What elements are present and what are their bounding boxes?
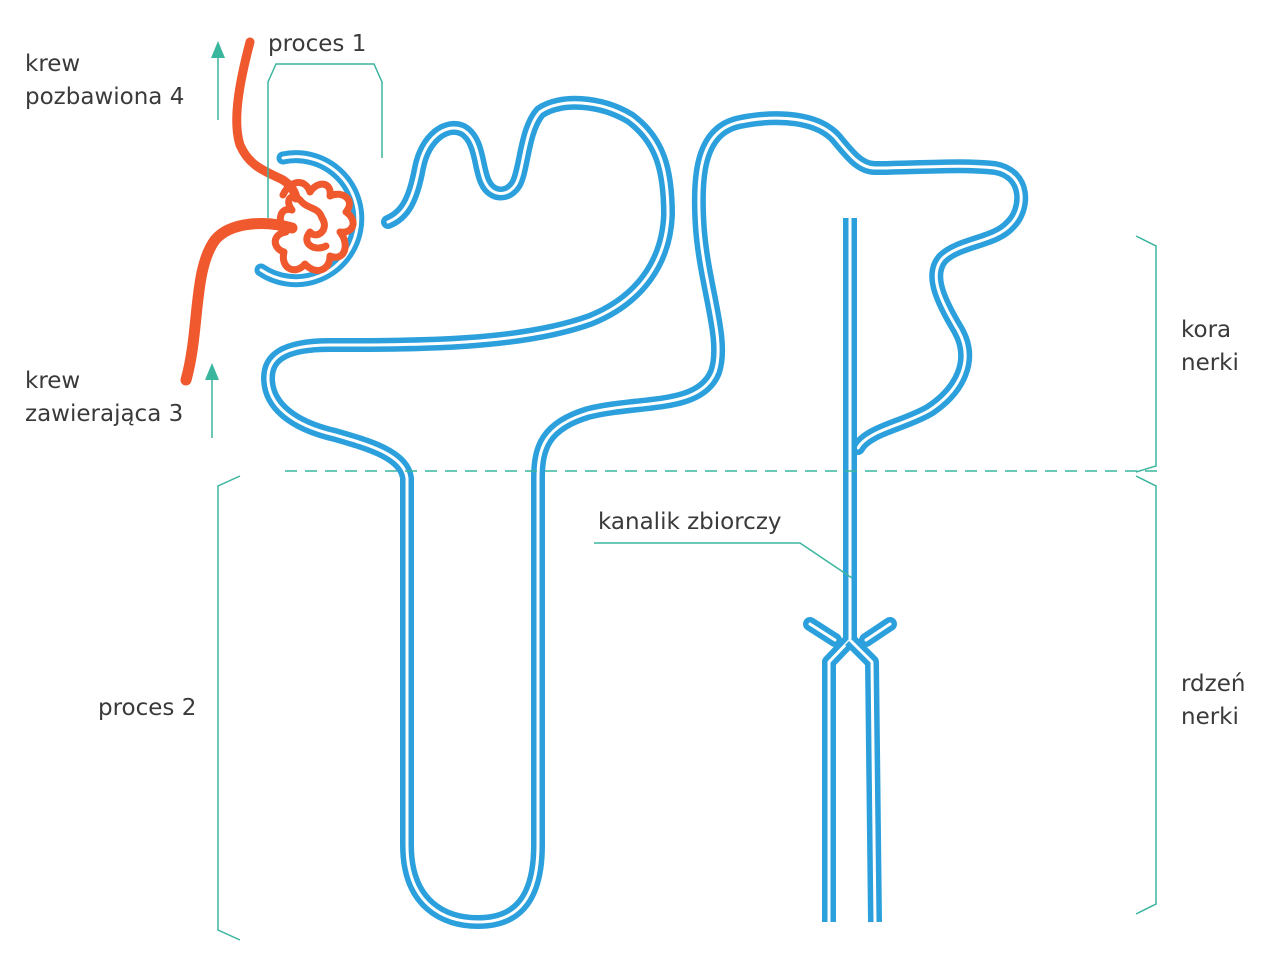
label-collecting-duct-text: kanalik zbiorczy [598, 509, 782, 535]
process2-brace [217, 475, 241, 941]
label-medulla-line2: nerki [1181, 704, 1239, 730]
label-process-1: proces 1 [268, 28, 366, 61]
bowman-capsule [254, 150, 365, 288]
label-blood-in: krew zawierająca 3 [25, 365, 183, 431]
label-collecting-duct: kanalik zbiorczy [598, 506, 782, 539]
label-blood-out-line1: krew [25, 51, 81, 77]
collecting-duct-leader [594, 542, 853, 579]
up-arrow-icon [205, 363, 219, 438]
collecting-duct [803, 218, 897, 923]
label-cortex: kora nerki [1181, 314, 1239, 380]
label-cortex-line1: kora [1181, 317, 1232, 343]
blood-vessels [180, 37, 357, 386]
up-arrow-icon [211, 41, 225, 120]
label-blood-out-line2: pozbawiona 4 [25, 84, 185, 110]
nephron-tubule [261, 95, 1029, 929]
label-blood-in-line1: krew [25, 368, 81, 394]
label-process-1-text: proces 1 [268, 31, 367, 57]
label-blood-out: krew pozbawiona 4 [25, 48, 184, 114]
annotations [205, 41, 1165, 941]
label-process-2: proces 2 [98, 692, 196, 725]
label-process-2-text: proces 2 [98, 695, 197, 721]
label-cortex-line2: nerki [1181, 350, 1239, 376]
glomerulus-capillaries [271, 179, 357, 274]
afferent-arteriole [180, 218, 298, 386]
cortex-brace [1135, 235, 1157, 473]
process1-bracket [267, 63, 383, 100]
label-blood-in-line2: zawierająca 3 [25, 401, 184, 427]
medulla-brace [1135, 475, 1157, 915]
efferent-arteriole [232, 37, 301, 203]
label-medulla-line1: rdzeń [1181, 671, 1246, 697]
label-medulla: rdzeń nerki [1181, 668, 1245, 734]
